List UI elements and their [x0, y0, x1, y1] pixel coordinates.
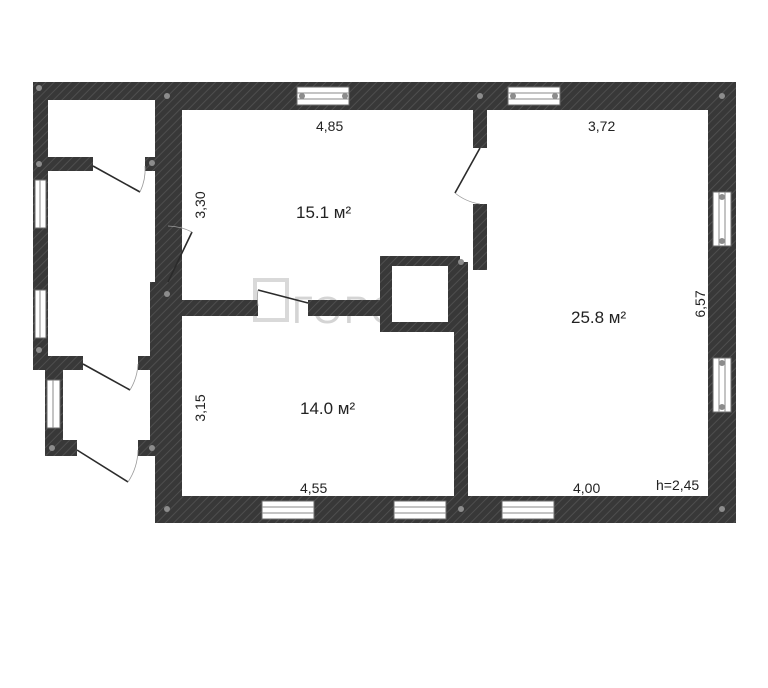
room-top-width-label: 4,85: [316, 118, 343, 134]
room-right-depth-label: 6,57: [692, 290, 708, 317]
porch-wall-bottom: [45, 440, 77, 456]
window-veranda-lower: [34, 289, 47, 339]
wall-interior-upper-b: [473, 204, 487, 270]
wall-interior-upper-a: [473, 110, 487, 148]
window-porch: [46, 379, 61, 429]
window-bottom-left: [261, 500, 315, 520]
room-right-top-width-label: 3,72: [588, 118, 615, 134]
room-bottom-area-label: 14.0 м²: [300, 399, 355, 418]
porch-wall-right: [150, 356, 162, 456]
door-top-to-bottom: [256, 289, 309, 307]
door-top-to-right: [454, 147, 481, 205]
doors: [76, 147, 481, 483]
window-top-right: [507, 86, 561, 106]
labels: 4,85 3,30 15.1 м² 3,15 14.0 м² 4,55 3,72…: [192, 118, 708, 496]
room-top-area-label: 15.1 м²: [296, 203, 351, 222]
wall-interior-horizontal-b: [308, 300, 388, 316]
door-veranda-to-top: [167, 225, 193, 283]
windows: [34, 86, 732, 520]
wall-top: [155, 82, 736, 110]
window-bottom-right: [501, 500, 555, 520]
room-bottom-depth-label: 3,15: [192, 394, 208, 421]
veranda-wall-mid-left: [33, 356, 83, 370]
window-veranda-upper: [34, 179, 47, 229]
window-top-left: [296, 86, 350, 106]
ceiling-height-label: h=2,45: [656, 477, 699, 493]
shaft-interior: [392, 266, 448, 322]
room-right-bottom-width-label: 4,00: [573, 480, 600, 496]
door-closet: [92, 165, 146, 193]
room-top-depth-label: 3,30: [192, 191, 208, 218]
window-bottom-middle: [393, 500, 447, 520]
walls: [33, 82, 736, 523]
wall-interior-horizontal-a: [182, 300, 258, 316]
wall-right: [708, 82, 736, 523]
veranda-wall-closet-left: [33, 157, 93, 171]
door-entrance: [76, 449, 139, 483]
wall-nodes: [36, 85, 725, 512]
watermark-logo-icon: [253, 278, 289, 322]
room-bottom-width-label: 4,55: [300, 480, 327, 496]
window-right-lower: [712, 357, 732, 413]
veranda-wall-top: [33, 82, 163, 100]
door-veranda-to-porch: [82, 363, 139, 391]
room-right-area-label: 25.8 м²: [571, 308, 626, 327]
window-right-upper: [712, 191, 732, 247]
